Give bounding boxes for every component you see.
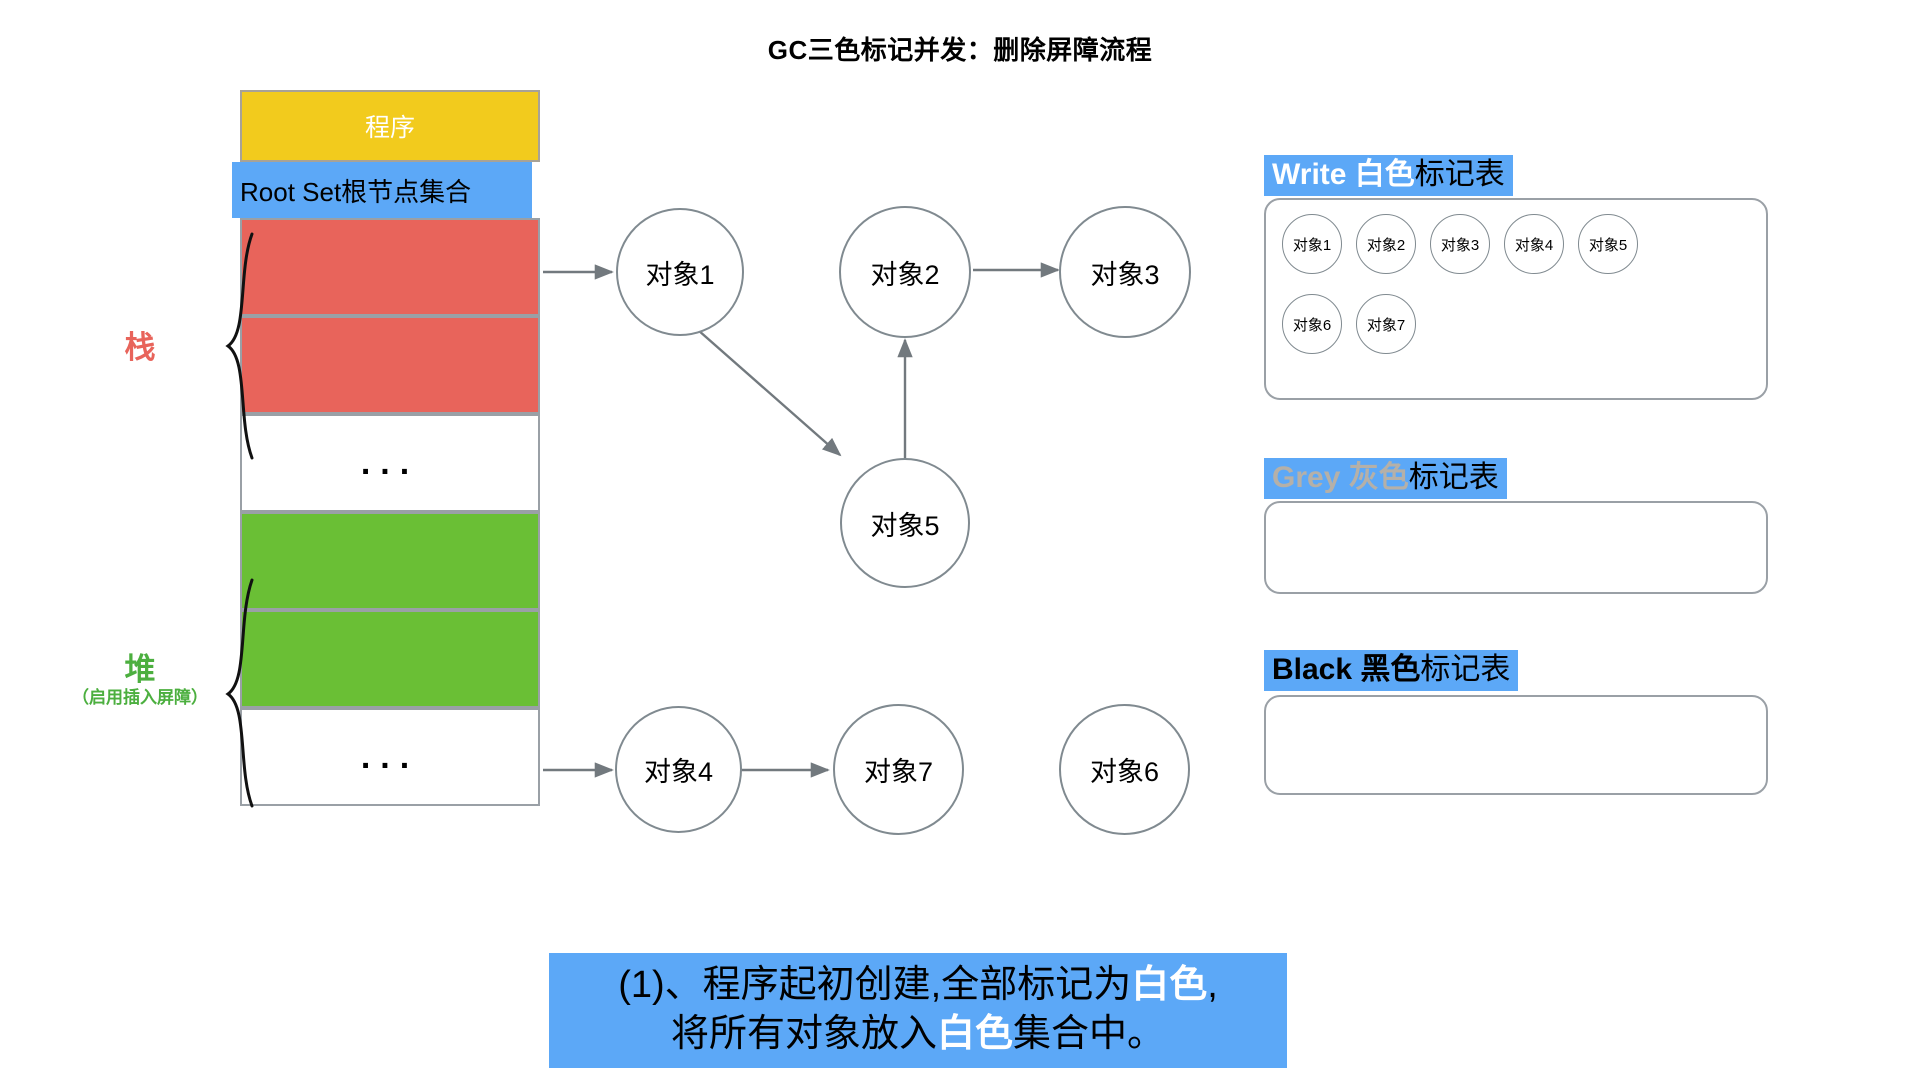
node-label: 对象6 bbox=[1089, 757, 1160, 787]
root-set-block: Root Set根节点集合 bbox=[232, 162, 532, 218]
node-label: 对象1 bbox=[645, 259, 715, 290]
stack-side-label: 栈 bbox=[80, 330, 200, 366]
caption-line2-highlight: 白色 bbox=[936, 1012, 1013, 1055]
caption-line-1: (1)、程序起初创建,全部标记为白色, bbox=[553, 961, 1283, 1010]
node-label: 对象4 bbox=[643, 757, 714, 787]
white-mark-table-panel: Write 白色标记表 对象1 对象2 对象3 对象4 对象5 对象6 对象7 bbox=[1264, 155, 1768, 400]
stack-slot-1 bbox=[240, 218, 540, 316]
white-mark-table-header: Write 白色标记表 bbox=[1264, 155, 1513, 197]
mark-chip[interactable]: 对象6 bbox=[1282, 294, 1342, 354]
page-title: GC三色标记并发：删除屏障流程 bbox=[767, 35, 1153, 65]
node-label: 对象5 bbox=[870, 510, 940, 541]
white-mark-table-body: 对象1 对象2 对象3 对象4 对象5 对象6 对象7 bbox=[1264, 198, 1768, 400]
heap-sublabel-text: （启用插入屏障） bbox=[72, 687, 208, 707]
black-header-tail: 标记表 bbox=[1420, 653, 1511, 686]
heap-brace bbox=[218, 578, 258, 808]
black-mark-table-body bbox=[1264, 695, 1768, 795]
root-set-label: Root Set根节点集合 bbox=[240, 176, 472, 207]
caption-line1-text: (1)、程序起初创建,全部标记为 bbox=[618, 964, 1132, 1006]
heap-label-text: 堆 bbox=[124, 652, 156, 687]
black-mark-table-panel: Black 黑色标记表 bbox=[1264, 650, 1768, 795]
caption-line1-highlight: 白色 bbox=[1131, 964, 1208, 1006]
grey-mark-table-panel: Grey 灰色标记表 bbox=[1264, 458, 1768, 594]
caption-line2-text: 将所有对象放入 bbox=[670, 1012, 937, 1055]
mark-chip[interactable]: 对象4 bbox=[1504, 214, 1564, 274]
graph-node-obj5[interactable]: 对象5 bbox=[840, 458, 970, 588]
heap-slot-1 bbox=[240, 512, 540, 610]
caption-line1-suffix: , bbox=[1207, 964, 1218, 1006]
mark-chip[interactable]: 对象1 bbox=[1282, 214, 1342, 274]
mark-chip[interactable]: 对象5 bbox=[1578, 214, 1638, 274]
heap-slot-2 bbox=[240, 610, 540, 708]
stack-brace bbox=[218, 232, 258, 460]
ellipsis-label: ... bbox=[360, 443, 420, 482]
black-header-keyword: Black 黑色 bbox=[1272, 653, 1421, 686]
graph-node-obj1[interactable]: 对象1 bbox=[616, 208, 744, 336]
graph-node-obj4[interactable]: 对象4 bbox=[615, 706, 742, 833]
node-label: 对象3 bbox=[1090, 259, 1160, 290]
program-label: 程序 bbox=[364, 114, 415, 142]
grey-mark-table-body bbox=[1264, 501, 1768, 594]
grey-header-tail: 标记表 bbox=[1408, 461, 1499, 494]
step-caption: (1)、程序起初创建,全部标记为白色, 将所有对象放入白色集合中。 bbox=[549, 953, 1287, 1069]
program-block: 程序 bbox=[240, 90, 540, 162]
caption-line2-suffix: 集合中。 bbox=[1013, 1012, 1166, 1055]
heap-side-label: 堆 （启用插入屏障） bbox=[55, 652, 225, 707]
node-label: 对象2 bbox=[870, 259, 940, 290]
mark-chip[interactable]: 对象7 bbox=[1356, 294, 1416, 354]
stack-slot-2 bbox=[240, 316, 540, 414]
grey-header-keyword: Grey 灰色 bbox=[1272, 461, 1409, 494]
graph-node-obj3[interactable]: 对象3 bbox=[1059, 206, 1191, 338]
white-header-keyword: Write 白色 bbox=[1272, 158, 1415, 191]
white-header-tail: 标记表 bbox=[1414, 158, 1505, 191]
mark-chip[interactable]: 对象3 bbox=[1430, 214, 1490, 274]
heap-slot-ellipsis: ... bbox=[240, 708, 540, 806]
graph-node-obj7[interactable]: 对象7 bbox=[833, 704, 964, 835]
stack-slot-ellipsis: ... bbox=[240, 414, 540, 512]
ellipsis-label: ... bbox=[360, 737, 420, 776]
mark-chip[interactable]: 对象2 bbox=[1356, 214, 1416, 274]
caption-line-2: 将所有对象放入白色集合中。 bbox=[553, 1010, 1283, 1059]
black-mark-table-header: Black 黑色标记表 bbox=[1264, 650, 1519, 692]
node-label: 对象7 bbox=[863, 757, 934, 787]
stack-label-text: 栈 bbox=[124, 330, 156, 365]
graph-node-obj2[interactable]: 对象2 bbox=[839, 206, 971, 338]
graph-node-obj6[interactable]: 对象6 bbox=[1059, 704, 1190, 835]
grey-mark-table-header: Grey 灰色标记表 bbox=[1264, 458, 1507, 500]
